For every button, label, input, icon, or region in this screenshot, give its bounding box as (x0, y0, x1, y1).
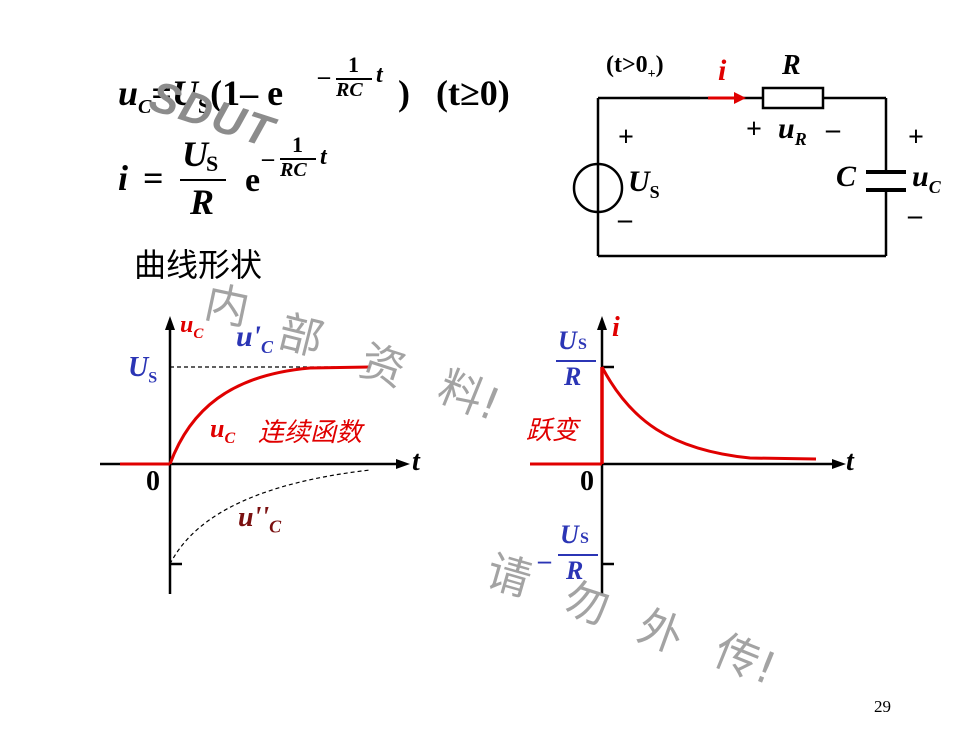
formula-i-eq: = (143, 158, 164, 198)
circuit-resistor-label: R (782, 50, 801, 81)
formula-i-exp-t: t (320, 144, 327, 170)
formula-uc-exponent: – 1 RC t (318, 52, 398, 102)
right-t-label: t (846, 446, 854, 477)
circuit-uc-minus: – (908, 200, 922, 231)
formula-i-exp-minus: – (262, 146, 274, 172)
formula-i-exponent: – 1 RC t (262, 132, 342, 188)
watermark-char-8: 传! (707, 624, 784, 696)
right-bottom-sub: S (580, 530, 589, 547)
left-transient-label: u''C (238, 502, 282, 537)
resistor-icon (761, 86, 825, 110)
right-y-arrow-icon (597, 316, 607, 330)
right-top-den: R (564, 362, 582, 391)
circuit-current-label: i (718, 54, 727, 87)
left-y-label: uC (180, 312, 204, 342)
left-t-label: t (412, 446, 420, 477)
circuit-source-label: US (628, 165, 660, 202)
right-top-bar (556, 360, 596, 362)
circuit-cap-label: C (836, 160, 857, 193)
page-number: 29 (874, 697, 891, 716)
left-curve-label: uC (210, 414, 236, 448)
formula-i-num-sub: S (206, 151, 219, 176)
formula-uc: uC=US(1– e (118, 72, 283, 119)
left-transient-curve (169, 469, 371, 565)
circuit-uc-label: uC (912, 160, 941, 197)
formula-uc-exp-minus: – (318, 64, 330, 90)
right-i-curve (600, 366, 817, 461)
circuit-ur-label: uR (778, 112, 807, 149)
formula-i-exp-num: 1 (292, 132, 303, 157)
formula-i-bar (180, 179, 226, 181)
left-steady-label: u'C (236, 320, 274, 357)
right-graph (530, 316, 846, 594)
formula-uc-condition: (t≥0) (436, 73, 510, 113)
right-top-num: U (558, 326, 577, 355)
formula-uc-us-sub: S (197, 93, 211, 119)
circuit-diagram (572, 86, 906, 258)
left-y-arrow-icon (165, 316, 175, 330)
formula-uc-paren-close: ) (398, 73, 410, 113)
circuit-source-plus: + (618, 122, 634, 153)
right-bottom-den: R (566, 556, 584, 585)
current-arrow-icon (734, 92, 746, 104)
left-graph (100, 316, 410, 594)
formula-i-exp-bar (280, 158, 316, 160)
right-origin-label: 0 (580, 466, 594, 497)
circuit-ur-minus: – (826, 114, 840, 145)
left-x-arrow-icon (396, 459, 410, 469)
left-origin-label: 0 (146, 466, 160, 497)
left-us-label: US (128, 352, 158, 387)
right-bottom-num: U (560, 520, 579, 549)
right-jump-label: 跃变 (526, 416, 579, 446)
right-bottom-minus: – (538, 546, 551, 575)
circuit-ur-plus: + (746, 114, 762, 145)
left-curve-note: 连续函数 (258, 418, 363, 448)
circuit-source-minus: – (618, 204, 632, 235)
formula-i-exp-den: RC (280, 159, 307, 181)
right-y-label: i (612, 312, 620, 343)
circuit-time-label: (t>0+) (606, 52, 664, 82)
right-bottom-bar (558, 554, 598, 556)
heading-curve-shape: 曲线形状 (134, 246, 263, 284)
right-top-sub: S (578, 336, 587, 353)
formula-i-e: e (245, 162, 261, 199)
formula-i-den: R (190, 182, 215, 222)
watermark-char-4: 料! (431, 360, 508, 432)
left-uc-curve (168, 365, 371, 465)
formula-uc-us: U (171, 73, 198, 113)
formula-uc-eq: = (151, 73, 172, 113)
formula-uc-exp-den: RC (336, 79, 363, 101)
formula-i-fraction: U S R (180, 133, 230, 223)
watermark-char-7: 外 (631, 600, 690, 664)
formula-uc-exp-bar (336, 78, 372, 80)
formula-uc-exp-num: 1 (348, 52, 359, 77)
formula-uc-paren-open: (1– e (210, 73, 284, 113)
right-x-arrow-icon (832, 459, 846, 469)
formula-uc-lhs: u (118, 73, 139, 113)
formula-i-num: U (182, 134, 208, 174)
formula-uc-lhs-sub: C (138, 96, 152, 119)
circuit-uc-plus: + (908, 122, 924, 153)
formula-uc-exp-t: t (376, 62, 383, 88)
formula-i-lhs: i (118, 158, 129, 198)
